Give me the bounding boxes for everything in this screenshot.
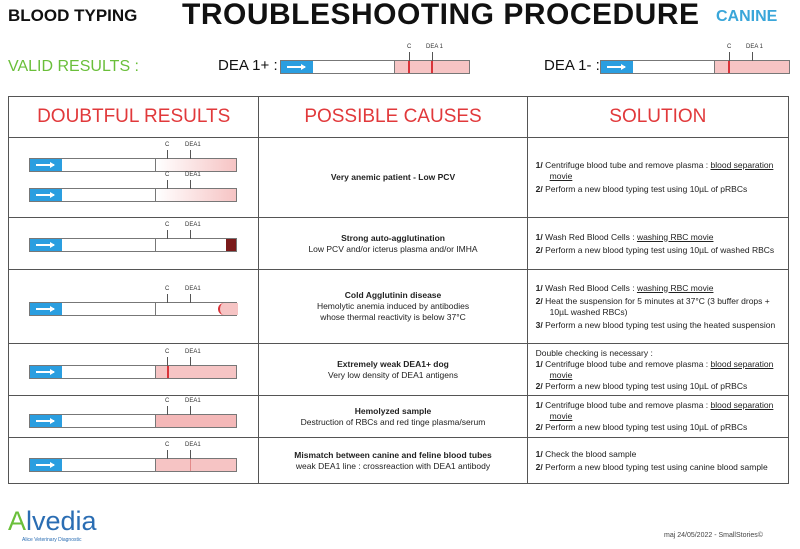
cause-title: Hemolyzed sample (354, 405, 432, 416)
cause-cell: Mismatch between canine and feline blood… (258, 437, 528, 484)
dea1-line (431, 61, 433, 73)
sample-arrow-icon (281, 61, 313, 73)
blood-separation-movie-link[interactable]: blood separation movie (549, 400, 774, 421)
cause-title: Mismatch between canine and feline blood… (294, 449, 492, 460)
tick-dea1-label: DEA1 (185, 142, 201, 148)
doubtful-result-cell: C DEA1 C DEA1 (7, 137, 260, 218)
test-strip: C DEA1 (29, 142, 237, 172)
solution-cell: 1/ Check the blood sample 2/ Perform a n… (526, 437, 790, 484)
tick-dea1-label: DEA1 (185, 286, 201, 292)
troubleshooting-table: DOUBTFUL RESULTS POSSIBLE CAUSES SOLUTIO… (7, 96, 790, 484)
tick-dea1-label: DEA1 (185, 442, 201, 448)
tick-c-label: C (165, 172, 170, 178)
sample-arrow-icon (30, 415, 62, 427)
test-strip: C DEA1 (29, 222, 237, 252)
sample-arrow-icon (30, 239, 62, 251)
doubtful-result-cell: C DEA1 (7, 269, 260, 344)
sample-arrow-icon (30, 189, 62, 201)
solution-cell: 1/ Centrifuge blood tube and remove plas… (526, 395, 790, 438)
valid-strip-positive: C DEA 1 (280, 44, 470, 74)
tick-c-label: C (165, 142, 170, 148)
test-strip: C DEA1 (29, 172, 237, 202)
dea1-positive-label: DEA 1+ : (218, 57, 278, 74)
header-blood-typing: BLOOD TYPING (8, 6, 138, 25)
tick-c-label: C (165, 222, 170, 228)
test-strip: C DEA1 (29, 286, 238, 316)
washing-rbc-movie-link[interactable]: washing RBC movie (636, 282, 714, 293)
solution-cell: 1/ Centrifuge blood tube and remove plas… (526, 137, 790, 218)
blood-separation-movie-link[interactable]: blood separation movie (549, 160, 774, 181)
valid-strip-negative: C DEA 1 (600, 44, 790, 74)
tick-c-label: C (727, 44, 732, 50)
sample-arrow-icon (30, 366, 62, 378)
doubtful-result-cell: C DEA1 (7, 217, 260, 270)
test-strip: C DEA1 (29, 442, 237, 472)
valid-results-label: VALID RESULTS : (8, 58, 139, 75)
tick-dea1-label: DEA1 (185, 398, 201, 404)
solution-cell: 1/ Wash Red Blood Cells : washing RBC mo… (526, 269, 790, 344)
test-strip: C DEA1 (29, 349, 237, 379)
control-line (728, 61, 730, 73)
cause-cell: Very anemic patient - Low PCV (258, 137, 528, 218)
doubtful-result-cell: C DEA1 (7, 437, 260, 484)
column-header-doubtful: DOUBTFUL RESULTS (7, 96, 260, 138)
sample-arrow-icon (30, 159, 62, 171)
alvedia-logo: Alvedia (8, 506, 97, 536)
column-header-solution: SOLUTION (526, 96, 790, 138)
sample-arrow-icon (30, 459, 62, 471)
tick-dea1-label: DEA1 (185, 222, 201, 228)
washing-rbc-movie-link[interactable]: washing RBC movie (636, 231, 714, 242)
logo-subtitle: Alice Veterinary Diagnostic (22, 537, 82, 543)
tick-dea1-label: DEA 1 (426, 44, 444, 50)
cause-title: Extremely weak DEA1+ dog (337, 358, 449, 369)
cause-title: Strong auto-agglutination (341, 232, 445, 243)
tick-c-label: C (165, 286, 170, 292)
doubtful-result-cell: C DEA1 (7, 395, 260, 438)
header-species: CANINE (716, 8, 778, 25)
update-note: maj 24/05/2022 - SmallStories© (664, 532, 763, 539)
column-header-causes: POSSIBLE CAUSES (258, 96, 528, 138)
tick-c-label: C (407, 44, 412, 50)
tick-c-label: C (165, 442, 170, 448)
tick-c-label: C (165, 398, 170, 404)
cause-title: Very anemic patient - Low PCV (330, 172, 456, 182)
table-row: C DEA1 C DEA1 Very anemic patient - Low … (7, 137, 790, 218)
cause-title: Cold Agglutinin disease (344, 290, 442, 300)
tick-dea1-label: DEA1 (185, 349, 201, 355)
table-row: C DEA1 Mismatch between canine and felin… (7, 437, 790, 484)
test-strip: C DEA1 (29, 398, 237, 428)
blood-separation-movie-link[interactable]: blood separation movie (549, 359, 774, 380)
sample-arrow-icon (601, 61, 633, 73)
solution-intro: Double checking is necessary : (535, 347, 653, 358)
sample-arrow-icon (30, 303, 62, 315)
solution-cell: Double checking is necessary : 1/ Centri… (526, 343, 790, 396)
solution-cell: 1/ Wash Red Blood Cells : washing RBC mo… (526, 217, 790, 270)
tick-dea1-label: DEA 1 (746, 44, 764, 50)
tick-c-label: C (165, 349, 170, 355)
page-title: TROUBLESHOOTING PROCEDURE (182, 0, 700, 31)
tick-dea1-label: DEA1 (185, 172, 201, 178)
doubtful-result-cell: C DEA1 (7, 343, 260, 396)
dea1-negative-label: DEA 1- : (544, 57, 600, 74)
control-line (408, 61, 410, 73)
